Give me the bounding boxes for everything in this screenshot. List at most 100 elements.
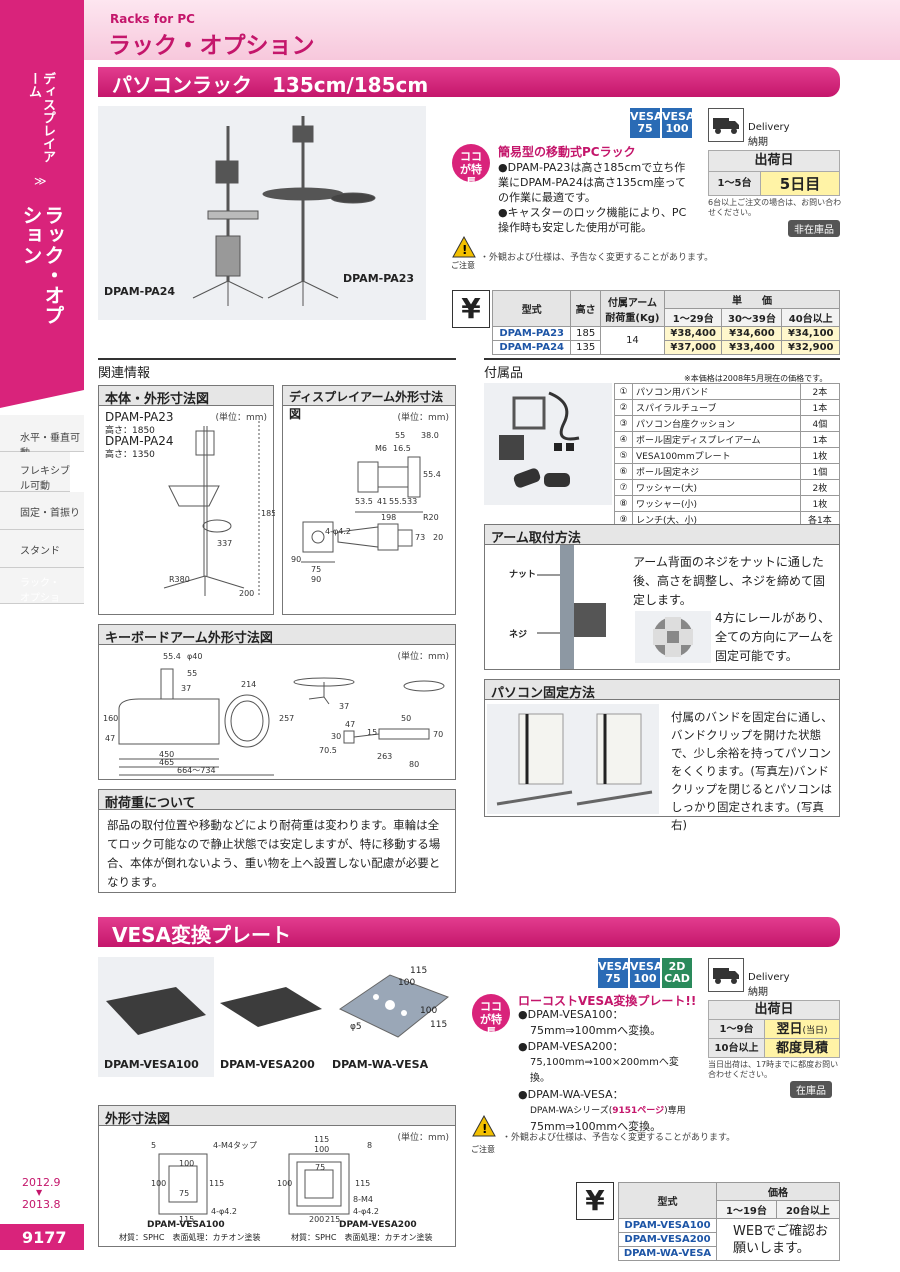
dim-body-pa23: DPAM-PA23 <box>105 410 174 424</box>
kb-dim-15: 15 <box>367 728 377 737</box>
arm-dim-73: 73 <box>415 533 425 542</box>
sidebar-arrow <box>0 390 84 408</box>
col-price: 単 価 <box>663 290 841 309</box>
vesa-dim-drawing: 5 4-M4タップ 100 100 115 75 115 4-φ4.2 115 … <box>151 1136 379 1224</box>
page-header <box>84 0 900 60</box>
kb-dim-70: 70 <box>433 730 443 739</box>
vesa-bullet: ●DPAM-WA-VESA： <box>518 1088 624 1101</box>
truck-icon-svg <box>713 118 739 134</box>
load-text: 部品の取付位置や移動などにより耐荷重は変わります。車輪は全てロック可能なので静止… <box>107 818 441 889</box>
vesa-dim-title: 外形寸法図 <box>99 1106 455 1127</box>
col-model: 型式 <box>491 290 572 327</box>
accessory-qty: 2本 <box>799 383 841 400</box>
arm-mount-title: アーム取付方法 <box>485 525 839 546</box>
price-cell: ¥37,000 <box>663 340 723 355</box>
price-cell: ¥33,400 <box>721 340 783 355</box>
vesa-ship-range-2: 10台以上 <box>709 1039 765 1057</box>
truck-icon <box>708 108 744 142</box>
arm-mount-text-2: 4方にレールがあり、全ての方向にアームを固定可能です。 <box>715 611 834 663</box>
accessories-note: ※本価格は2008年5月現在の価格です。 <box>684 374 828 383</box>
vesa-caution-text: ・外観および仕様は、予告なく変更することがあります。 <box>502 1133 736 1143</box>
accessories-photo <box>484 383 612 505</box>
dim-body-box: 本体・外形寸法図 (単位：mm) DPAM-PA23 高さ：1850 DPAM-… <box>98 385 275 615</box>
load-box: 耐荷重について 部品の取付位置や移動などにより耐荷重は変わります。車輪は全てロッ… <box>98 789 456 893</box>
accessory-qty: 1本 <box>799 431 841 448</box>
sidebar-tab-rack[interactable]: ラック・オプション <box>0 568 84 619</box>
dim-arm-unit: (単位：mm) <box>397 413 449 423</box>
col-price: 価格 <box>716 1182 840 1201</box>
vesa-price-table: 型式 価格 1～19台 20台以上 DPAM-VESA100 WEBでご確認お願… <box>618 1182 841 1261</box>
wa-photo-dim-115a: 115 <box>410 966 428 976</box>
vesa-ship-days-1: 翌日 <box>776 1022 803 1037</box>
model-cell: DPAM-VESA200 <box>618 1232 717 1247</box>
vd-r-8: 8 <box>367 1141 372 1150</box>
arm-dim-hole: 4-φ4.2 <box>325 527 351 536</box>
vd-l-115: 115 <box>209 1179 224 1188</box>
vesa-bullets: ●DPAM-VESA100： 75mm⇒100mmへ変換。 ●DPAM-VESA… <box>518 1007 698 1135</box>
rack-caution-label: ご注意 <box>451 261 475 270</box>
tier-1: 1～29台 <box>663 308 723 327</box>
kb-dim-214: 214 <box>241 680 256 689</box>
vesa-truck-icon <box>708 958 744 992</box>
wa-photo-dim-115b: 115 <box>430 1020 448 1030</box>
page-link[interactable]: 9151ページ <box>612 1106 665 1116</box>
vesa-yen-icon: ¥ <box>576 1182 614 1220</box>
col-model: 型式 <box>618 1182 717 1219</box>
kb-dim-257: 257 <box>279 714 294 723</box>
accessory-no: ⑥ <box>614 463 633 480</box>
dim-body-1850: 1850 <box>261 509 275 518</box>
rack-ship-range: 1～5台 <box>709 172 761 195</box>
rack-delivery-en: Delivery <box>748 122 790 133</box>
vesa-bullet: 75mm⇒100mmへ変換。 <box>530 1120 662 1133</box>
vd-r-100b: 100 <box>277 1179 292 1188</box>
kb-dim-664-734: 664～734 <box>177 766 216 775</box>
vesa-material-1: 材質：SPHC 表面処理：カチオン塗装 <box>119 1233 261 1242</box>
price-note: WEBでご確認お願いします。 <box>716 1218 840 1261</box>
vesa-ship-title: 出荷日 <box>754 1002 794 1017</box>
model-cell: DPAM-PA24 <box>491 340 572 355</box>
kb-dim-30: 30 <box>331 732 341 741</box>
dim-body-pa23-height: 高さ：1850 <box>105 426 155 436</box>
sidebar-tab-horizontal[interactable]: 水平・垂直可動 <box>0 415 84 459</box>
pc-fix-text: 付属のバンドを固定台に通し、バンドクリップを開けた状態で、少し余裕を持ってパソコ… <box>671 710 833 832</box>
dim-body-pa24-height: 高さ：1350 <box>105 450 155 460</box>
page-number: 9177 <box>0 1224 84 1250</box>
rack-ship-note: 6台以上ご注文の場合は、お問い合わせください。 <box>708 198 842 217</box>
rack-ship-box: 出荷日 1～5台 5日目 <box>708 150 840 196</box>
arm-dim-55: 55 <box>395 431 405 440</box>
accessory-name: ワッシャー(小) <box>632 495 801 512</box>
arm-dim-55-4: 55.4 <box>423 470 441 479</box>
sidebar-tab-stand[interactable]: スタンド <box>0 530 84 568</box>
accessory-no: ⑤ <box>614 447 633 464</box>
vesa-ship-note: 当日出荷は、17時までに都度お問い合わせください。 <box>708 1060 839 1079</box>
pc-fix-photo <box>487 704 659 814</box>
kb-dim-70-5: 70.5 <box>319 746 337 755</box>
accessory-name: ワッシャー(大) <box>632 479 801 496</box>
sidebar-tab-flexible[interactable]: フレキシブル可動 <box>0 452 70 492</box>
accessory-qty: 1枚 <box>799 447 841 464</box>
arm-dim-90a: 90 <box>291 555 301 564</box>
rack-price-table: 型式 高さ 付属アーム耐荷重(Kg) 単 価 1～29台 30～39台 40台以… <box>491 290 841 355</box>
vd-r-115b: 115 <box>355 1179 370 1188</box>
vesa-delivery-jp: 納期 <box>748 987 768 998</box>
dim-arm-title: ディスプレイアーム外形寸法図 <box>283 386 455 421</box>
vd-l-100b: 100 <box>151 1179 166 1188</box>
accessory-name: ポール固定ディスプレイアーム <box>632 431 801 448</box>
rack-section-title: パソコンラック 135cm/185cm <box>98 67 840 97</box>
arm-mount-label-screw: ネジ <box>509 630 528 640</box>
sidebar-tab-fixed[interactable]: 固定・首振り <box>0 492 84 530</box>
kb-dim-263: 263 <box>377 752 392 761</box>
vd-r-115: 115 <box>314 1136 329 1144</box>
col-load: 付属アーム耐荷重(Kg) <box>599 290 665 327</box>
header-title: ラック・オプション <box>108 33 315 59</box>
vd-l-5: 5 <box>151 1141 156 1150</box>
rack-photo <box>98 106 426 320</box>
sidebar-vertical-top: ディスプレイアーム <box>26 72 55 163</box>
pc-fix-box: パソコン固定方法 付属のバンドを固定台に通し、バンドクリップを開けた状態で、少し… <box>484 679 840 832</box>
dim-kb-title: キーボードアーム外形寸法図 <box>99 625 455 646</box>
vesa200-photo <box>216 957 328 1077</box>
